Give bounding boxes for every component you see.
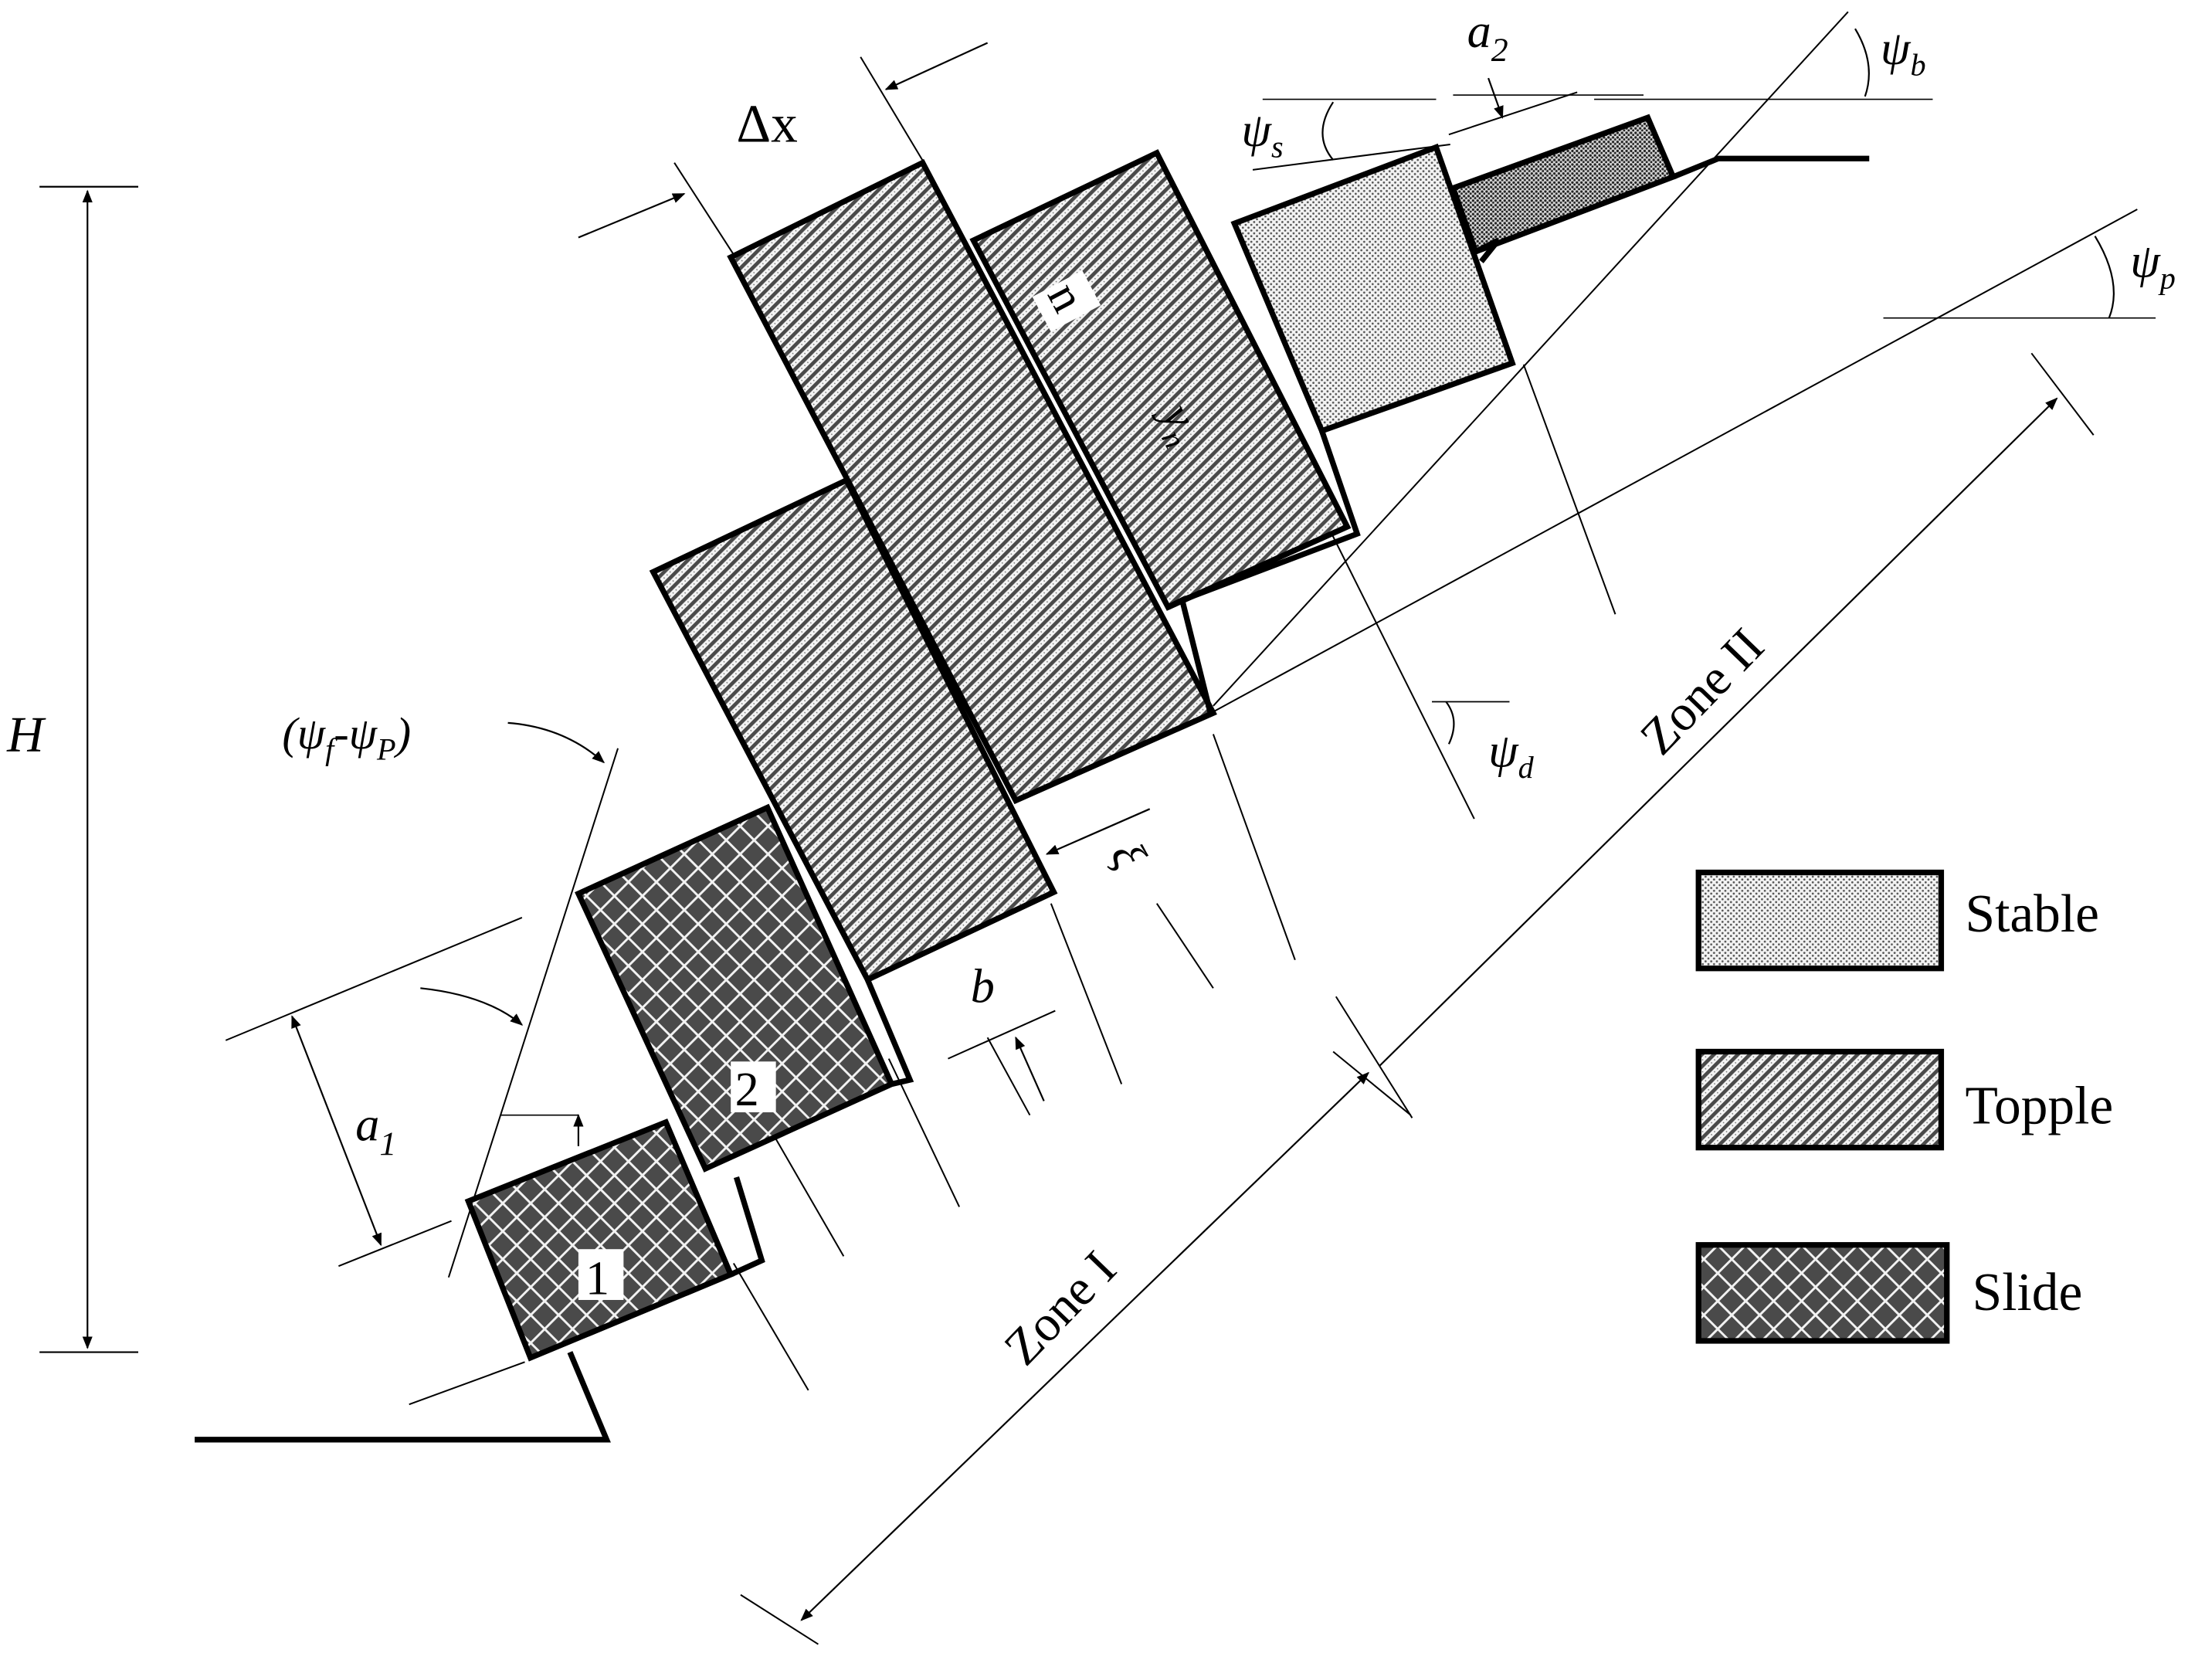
label-psi-b: ψb (1881, 22, 1926, 83)
block-stable-1 (1230, 143, 1516, 435)
label-psi-f-minus-psi-p: (ψf-ψP) (282, 708, 411, 767)
block-stable-2 (1449, 114, 1677, 256)
block-topple-3 (649, 476, 1058, 984)
label-b: b (971, 961, 995, 1013)
block-1-label-box (578, 1249, 624, 1300)
height-dimension (39, 185, 139, 1353)
label-psi-s: ψs (1241, 104, 1283, 165)
slope-profile-top (1671, 155, 1870, 180)
block-1 (464, 1118, 734, 1362)
slope-profile-6 (1474, 237, 1501, 263)
slope-profile-2 (729, 1176, 765, 1278)
label-H: H (6, 706, 46, 762)
legend-swatch-stable (1695, 869, 1945, 972)
label-delta-x: Δx (736, 94, 797, 154)
slope-profile-3 (865, 978, 914, 1088)
label-psi-p: ψp (2130, 236, 2176, 296)
legend-label-stable: Stable (1965, 884, 2098, 944)
block-n-label-box (1032, 270, 1101, 332)
slope-profile-5 (1181, 429, 1361, 603)
label-zone-2: Zone II (1630, 618, 1775, 765)
block-topple-n (969, 149, 1352, 611)
block-topple-4 (727, 158, 1217, 805)
label-a2: a2 (1467, 5, 1508, 69)
legend: Stable Topple Slide (1695, 869, 2113, 1344)
label-psi-d: ψd (1488, 725, 1535, 786)
label-zone-1: Zone I (993, 1240, 1127, 1376)
legend-swatch-topple (1695, 1048, 1945, 1151)
label-xi: ξ (1100, 833, 1156, 877)
blocks (464, 114, 1677, 1362)
slope-profile (195, 1351, 611, 1443)
legend-swatch-slide (1695, 1242, 1950, 1344)
label-block-1: 1 (585, 1253, 609, 1305)
block-2-label-box (731, 1061, 776, 1113)
legend-label-topple: Topple (1965, 1077, 2113, 1136)
label-block-2: 2 (735, 1064, 759, 1116)
label-a1: a1 (355, 1099, 396, 1162)
legend-label-slide: Slide (1973, 1263, 2083, 1322)
